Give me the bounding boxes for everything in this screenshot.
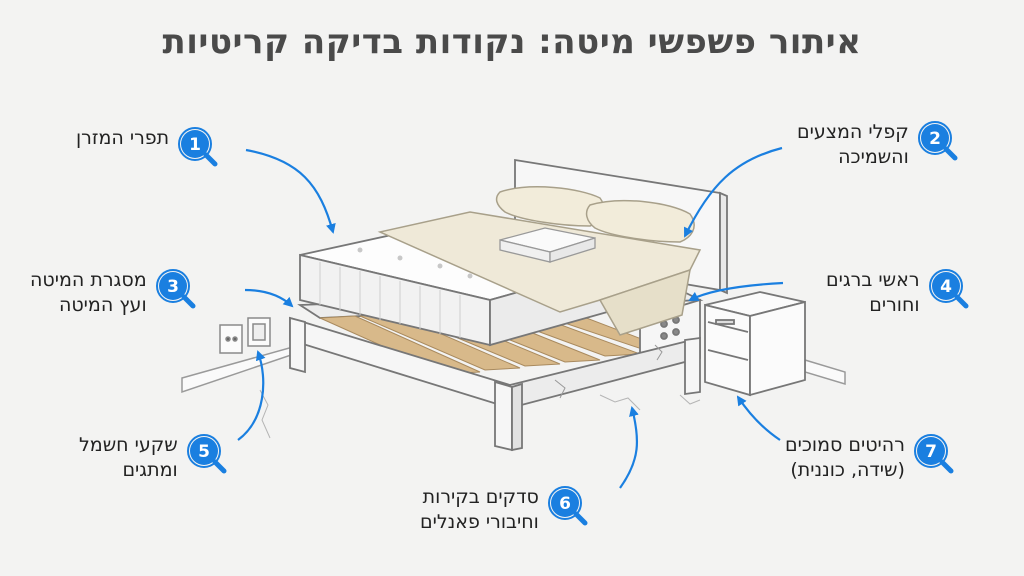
callout-4: ראשי ברגים וחורים 4 [826,268,970,318]
callout-2-line-2: והשמיכה [838,146,909,168]
callout-1: תפרי המזרן 1 [76,126,219,168]
magnifier-lens [920,124,949,152]
callout-6-line-2: וחיבורי פאנלים [420,511,539,533]
arrow-3 [244,288,294,308]
callout-7-line-1: רהיטים סמוכים [785,434,905,456]
pillows [495,186,695,243]
callout-5-line-1: שקעי חשמל [79,434,178,456]
magnifier-lens [931,272,960,300]
magnifier-handle [181,294,196,309]
callout-3-text: מסגרת המיטה ועץ המיטה [30,268,147,318]
callout-number: 7 [925,442,937,462]
callout-6-line-1: סדקים בקירות [422,486,539,508]
callout-6-text: סדקים בקירות וחיבורי פאנלים [420,485,539,535]
arrow-6 [619,406,639,489]
folded-towels [499,227,596,263]
callout-4-text: ראשי ברגים וחורים [826,268,920,318]
callout-number: 6 [559,494,571,514]
callout-number: 2 [929,129,941,149]
callout-number: 1 [189,135,201,155]
magnifier-lens [181,130,210,158]
magnifier-lens [916,437,945,465]
callout-3: מסגרת המיטה ועץ המיטה 3 [30,268,197,318]
magnifier-handle [939,459,954,474]
magnifier-ring [928,269,963,303]
magnifier-ring [186,434,221,468]
page-title: איתור פשפשי מיטה: נקודות בדיקה קריטיות [162,22,862,62]
arrow-5 [237,350,266,441]
floor-cracks [259,389,701,439]
magnifier-handle [212,459,227,474]
magnifier-lens [189,437,218,465]
callout-4-line-2: וחורים [869,294,920,316]
magnifier-icon: 5 [186,434,227,474]
magnifier-icon: 3 [155,269,196,309]
bedding [377,211,702,336]
callout-1-text: תפרי המזרן [76,126,169,151]
arrow-7 [736,395,781,441]
arrow-4 [688,281,784,301]
callout-arrows [237,146,784,489]
nightstand [704,291,806,397]
arrow-1 [245,148,336,234]
magnifier-ring [155,269,190,303]
callout-number: 3 [167,277,179,297]
callout-7: רהיטים סמוכים (שידה, כוננית) 7 [785,433,955,483]
magnifier-icon: 6 [547,486,588,526]
callout-4-line-1: ראשי ברגים [826,269,920,291]
callout-7-text: רהיטים סמוכים (שידה, כוננית) [785,433,905,483]
callout-5: שקעי חשמל ומתגים 5 [79,433,228,483]
magnifier-icon: 1 [178,127,218,167]
magnifier-handle [943,146,958,161]
callout-6: סדקים בקירות וחיבורי פאנלים 6 [420,485,589,535]
callout-5-line-2: ומתגים [122,459,178,481]
magnifier-ring [917,121,952,155]
callout-7-line-2: (שידה, כוננית) [790,459,905,481]
magnifier-icon: 4 [928,269,969,309]
magnifier-handle [573,511,588,526]
magnifier-ring [178,127,213,161]
callout-3-line-2: ועץ המיטה [58,294,147,316]
magnifier-lens [158,272,187,300]
callout-2-text: קפלי המצעים והשמיכה [797,120,909,170]
magnifier-ring [547,486,582,520]
magnifier-icon: 2 [917,121,958,161]
magnifier-ring [913,434,948,468]
arrow-2 [684,146,783,238]
magnifier-icon: 7 [913,434,954,474]
callout-number: 4 [940,277,952,297]
callout-2: קפלי המצעים והשמיכה 2 [797,120,959,170]
magnifier-handle [203,152,218,167]
wall-outlets [219,317,271,354]
callout-3-line-1: מסגרת המיטה [30,269,147,291]
callout-2-line-1: קפלי המצעים [797,121,909,143]
magnifier-lens [550,489,579,517]
magnifier-handle [954,294,969,309]
callout-number: 5 [198,442,210,462]
callout-5-text: שקעי חשמל ומתגים [79,433,178,483]
callout-1-line-1: תפרי המזרן [76,127,170,149]
